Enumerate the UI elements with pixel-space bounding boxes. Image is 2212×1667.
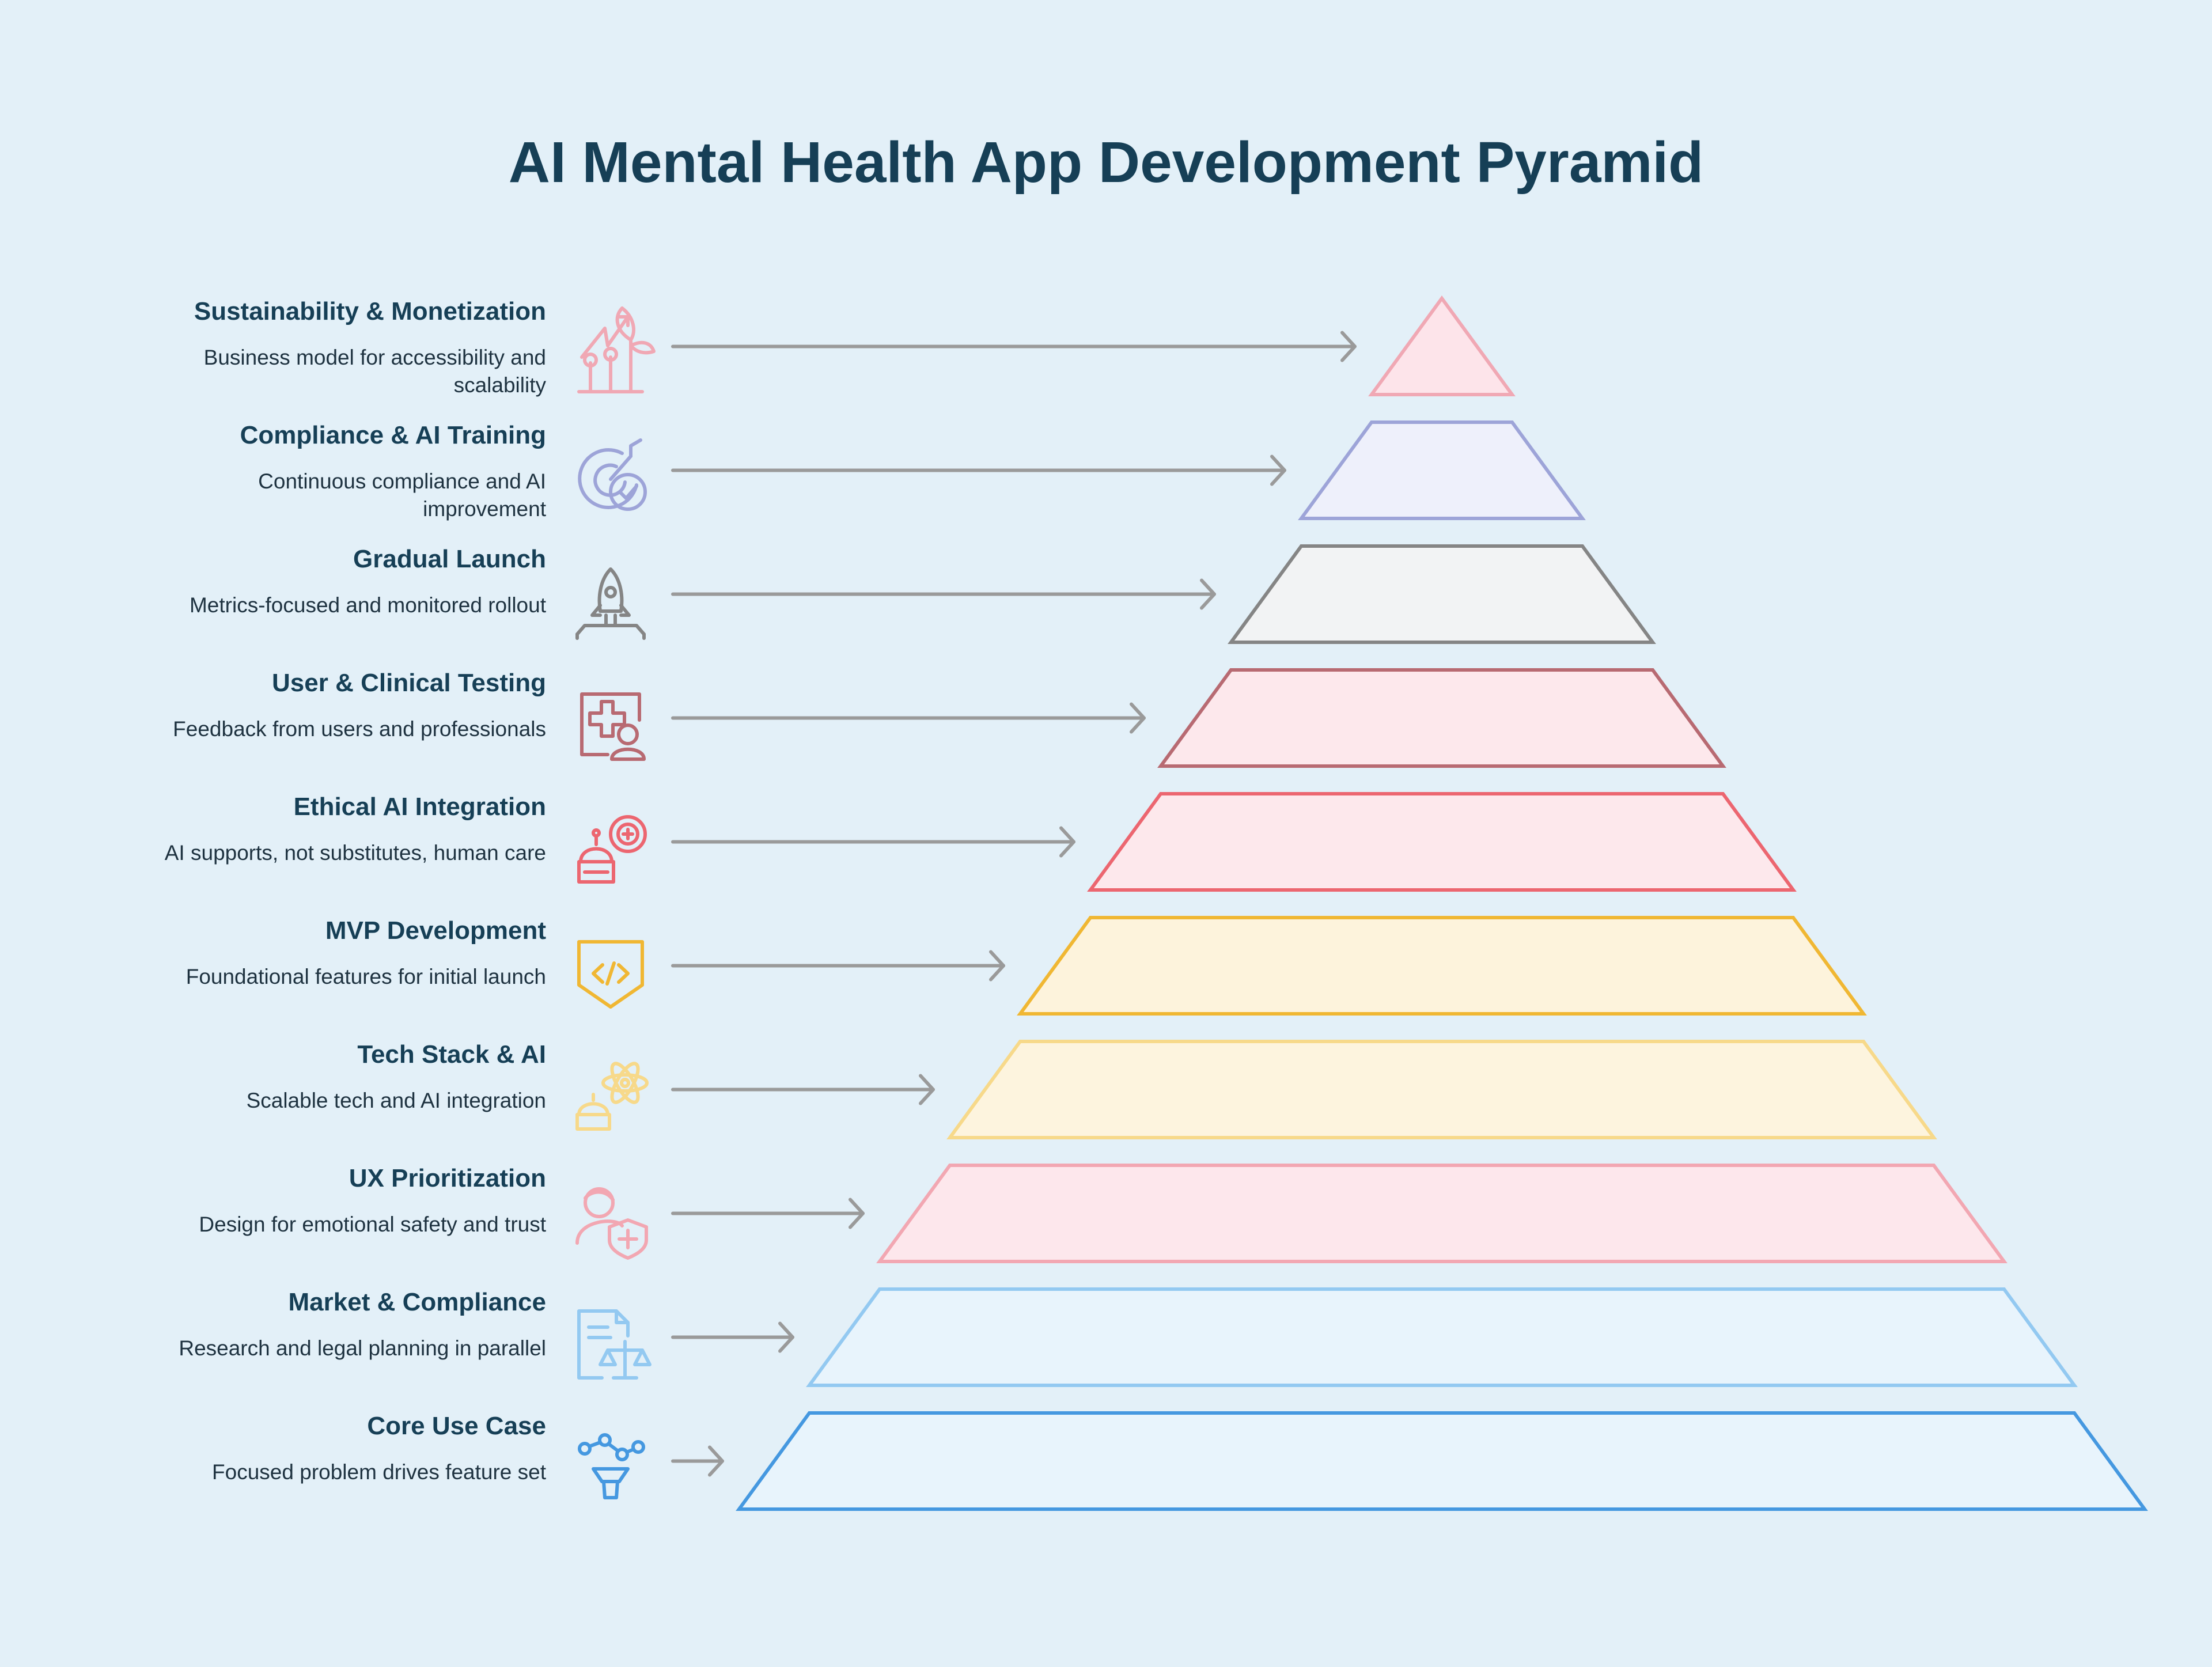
pyramid-level (1087, 792, 1797, 892)
level-description: Business model for accessibility and sca… (203, 346, 546, 397)
pyramid-level (1368, 295, 1516, 396)
growth-plant-icon (577, 306, 656, 393)
pyramid-layer (736, 295, 2148, 1511)
level-arrow (671, 702, 1146, 734)
level-arrow (671, 1074, 935, 1105)
level-arrow (671, 578, 1216, 610)
level-description: Design for emotional safety and trust (199, 1213, 546, 1236)
level-title: Compliance & AI Training (240, 421, 546, 449)
level-title: Ethical AI Integration (293, 793, 546, 821)
pyramid-level (1017, 916, 1867, 1016)
level-title: Sustainability & Monetization (194, 297, 546, 325)
level-arrow (671, 1321, 794, 1353)
level-title: Market & Compliance (288, 1288, 546, 1316)
level-description: Continuous compliance and AI improvement (258, 469, 546, 521)
pyramid-level (876, 1164, 2008, 1263)
level-arrow (671, 826, 1075, 858)
page-title: AI Mental Health App Development Pyramid (508, 130, 1704, 195)
level-title: Gradual Launch (353, 545, 546, 573)
level-description: Metrics-focused and monitored rollout (189, 593, 546, 617)
atom-robot-icon (575, 1062, 649, 1131)
level-description: Scalable tech and AI integration (246, 1089, 546, 1112)
level-title: UX Prioritization (349, 1164, 546, 1192)
level-arrow (671, 950, 1005, 982)
pyramid-level (1157, 668, 1726, 768)
medical-user-icon (580, 692, 646, 761)
level-title: MVP Development (325, 916, 546, 945)
pyramid-level (1298, 420, 1586, 520)
pyramid-level (946, 1040, 1937, 1139)
funnel-network-icon (578, 1433, 645, 1499)
level-title: User & Clinical Testing (272, 669, 546, 697)
level-arrow (671, 331, 1357, 362)
level-description: Focused problem drives feature set (212, 1460, 546, 1484)
level-arrow (671, 1445, 724, 1477)
target-check-icon (578, 438, 647, 511)
level-label: Tech Stack & AI Scalable tech and AI inte… (0, 1039, 546, 1115)
level-arrow (671, 1198, 865, 1229)
level-description: Feedback from users and professionals (173, 717, 546, 741)
document-scale-icon (577, 1309, 652, 1380)
level-title: Tech Stack & AI (357, 1040, 546, 1069)
pyramid-level (1228, 544, 1656, 644)
level-description: Foundational features for initial launch (185, 965, 546, 988)
rocket-icon (575, 567, 646, 640)
pyramid-level (806, 1287, 2078, 1387)
level-description: Research and legal planning in parallel (179, 1336, 546, 1360)
level-title: Core Use Case (367, 1412, 546, 1440)
code-shield-icon (577, 940, 644, 1009)
robot-care-icon (577, 815, 647, 884)
user-shield-icon (575, 1187, 648, 1260)
arrows-layer (671, 331, 1357, 1477)
level-label: Ethical AI Integration AI supports, not s… (0, 791, 546, 867)
level-description: AI supports, not substitutes, human care (164, 841, 546, 865)
pyramid-level (736, 1411, 2148, 1511)
level-arrow (671, 454, 1286, 486)
